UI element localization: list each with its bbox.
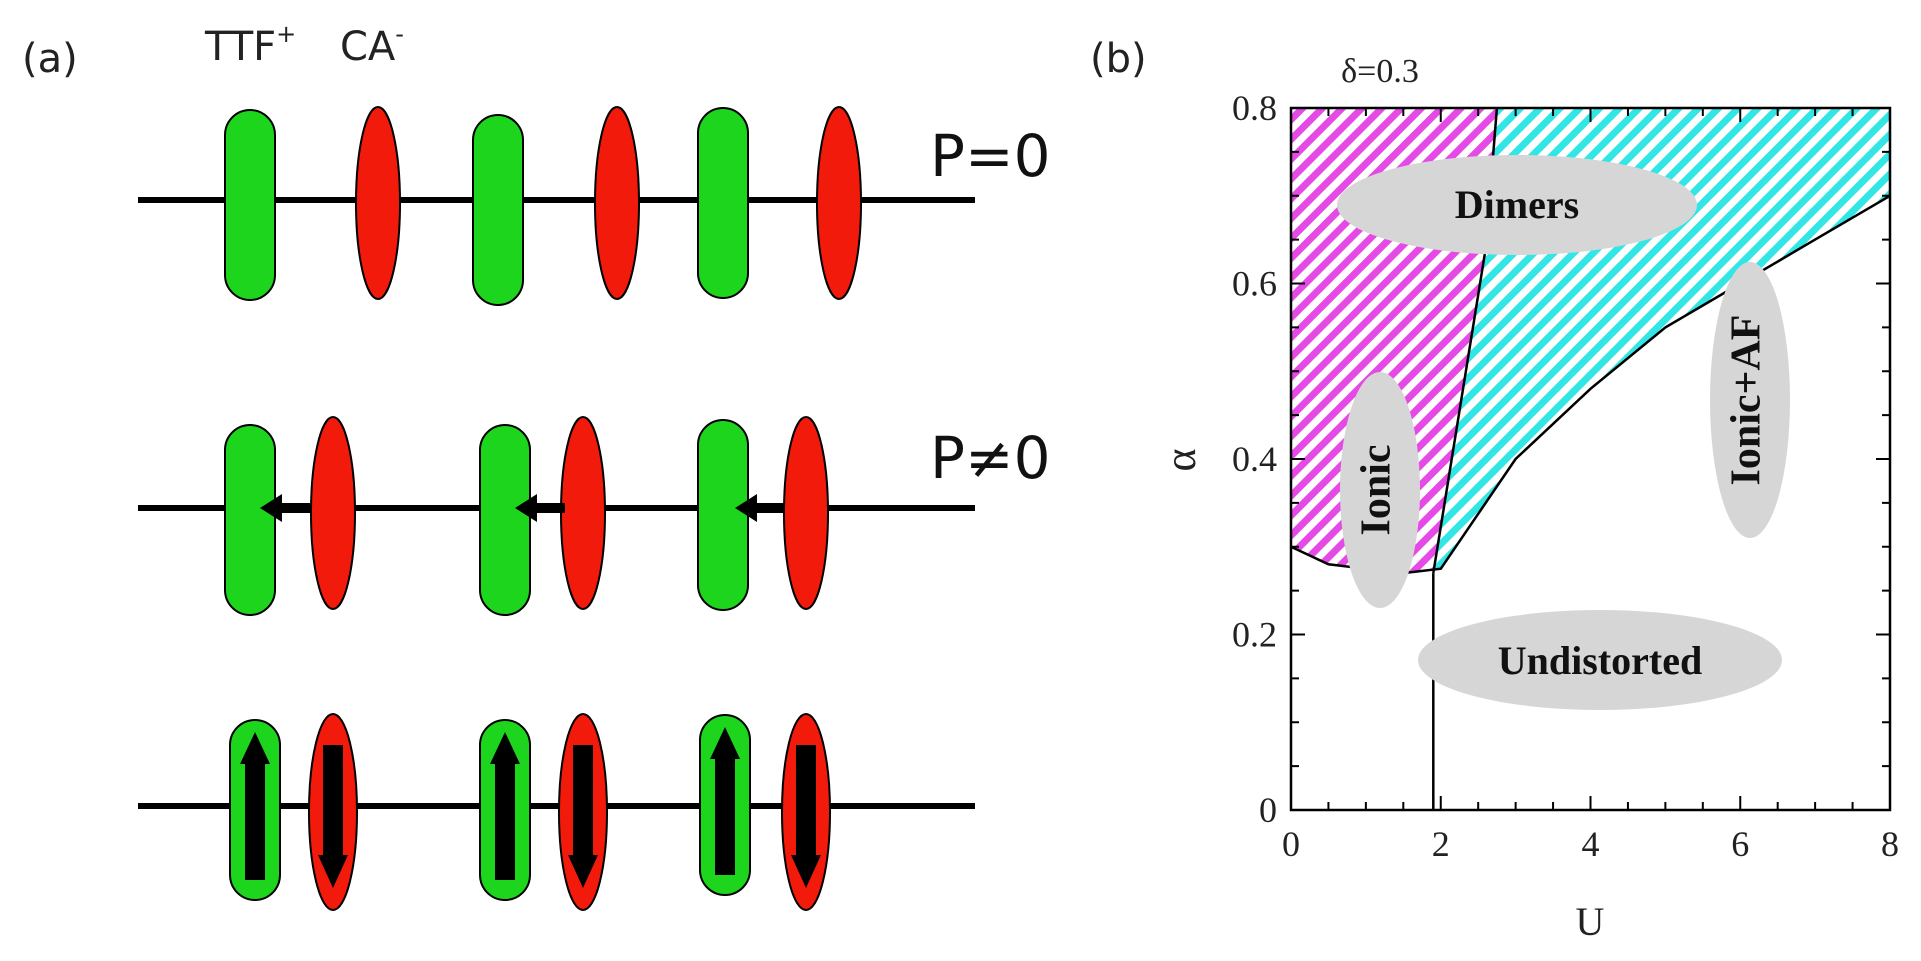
region-label-undistorted: Undistorted (1418, 610, 1782, 710)
x-tick-label: 8 (1881, 824, 1899, 864)
label-background (1418, 610, 1782, 710)
x-tick-label: 6 (1731, 824, 1749, 864)
acceptor-molecule (310, 416, 356, 610)
acceptor-molecule (594, 106, 640, 300)
spin-up-arrow (240, 732, 270, 880)
chain-row-dimerized: P≠0 (138, 416, 1050, 616)
region-label-text: Ionic (1354, 444, 1400, 535)
y-tick-label: 0.6 (1232, 264, 1277, 304)
chart-title: δ=0.3 (1341, 53, 1419, 90)
y-axis-ticks: 0 0.2 0.4 0.6 0.8 (1232, 88, 1890, 830)
chain-row-undimerized: P=0 (138, 106, 1050, 306)
x-tick-label: 0 (1282, 824, 1300, 864)
label-background (1340, 372, 1420, 608)
donor-molecule (224, 109, 276, 301)
label-background (1337, 155, 1697, 255)
donor-molecule (697, 419, 749, 611)
region-label-text: Ionic+AF (1724, 315, 1770, 486)
panel-a-label: (a) (22, 36, 78, 82)
region-label-dimers: Dimers (1337, 155, 1697, 255)
region-label-text: Dimers (1455, 182, 1579, 227)
region-label-ionic-af: Ionic+AF (1710, 262, 1790, 538)
y-tick-label: 0.4 (1232, 439, 1277, 479)
acceptor-molecule (816, 106, 862, 300)
dipole-arrow (260, 494, 310, 522)
donor-molecule (224, 424, 276, 616)
spin-up-arrow (710, 727, 740, 875)
chain-row-spins (138, 713, 975, 911)
y-axis-label: α (1156, 448, 1205, 471)
panel-b-label: (b) (1090, 36, 1147, 82)
panel-a: (a) TTF+ CA- P=0 (22, 20, 1050, 911)
spin-down-arrow (568, 745, 598, 888)
region-label-text: Undistorted (1498, 638, 1702, 683)
x-axis-label: U (1576, 899, 1605, 944)
acceptor-label: CA- (340, 20, 404, 70)
region-label-ionic: Ionic (1340, 372, 1420, 608)
spin-up-arrow (490, 732, 520, 880)
polarization-label-pneq0: P≠0 (930, 424, 1050, 492)
spin-down-arrow (791, 745, 821, 888)
panel-b: (b) δ=0.3 0 2 4 6 8 0 0.2 0.4 0.6 0.8 Dimers Ion… (1090, 36, 1899, 944)
donor-molecule (479, 424, 531, 616)
y-tick-label: 0.2 (1232, 615, 1277, 655)
x-tick-label: 4 (1582, 824, 1600, 864)
dipole-arrow (515, 494, 565, 522)
acceptor-molecule (783, 416, 829, 610)
donor-molecule (697, 107, 749, 299)
dipole-arrow (735, 494, 785, 522)
y-tick-label: 0 (1259, 790, 1277, 830)
y-tick-label: 0.8 (1232, 88, 1277, 128)
x-axis-ticks: 0 2 4 6 8 (1282, 108, 1899, 864)
acceptor-molecule (560, 416, 606, 610)
polarization-label-p0: P=0 (930, 122, 1050, 190)
x-tick-label: 2 (1432, 824, 1450, 864)
donor-label: TTF+ (204, 20, 296, 70)
donor-molecule (472, 114, 524, 306)
label-background (1710, 262, 1790, 538)
spin-down-arrow (318, 745, 348, 888)
acceptor-molecule (355, 106, 401, 300)
